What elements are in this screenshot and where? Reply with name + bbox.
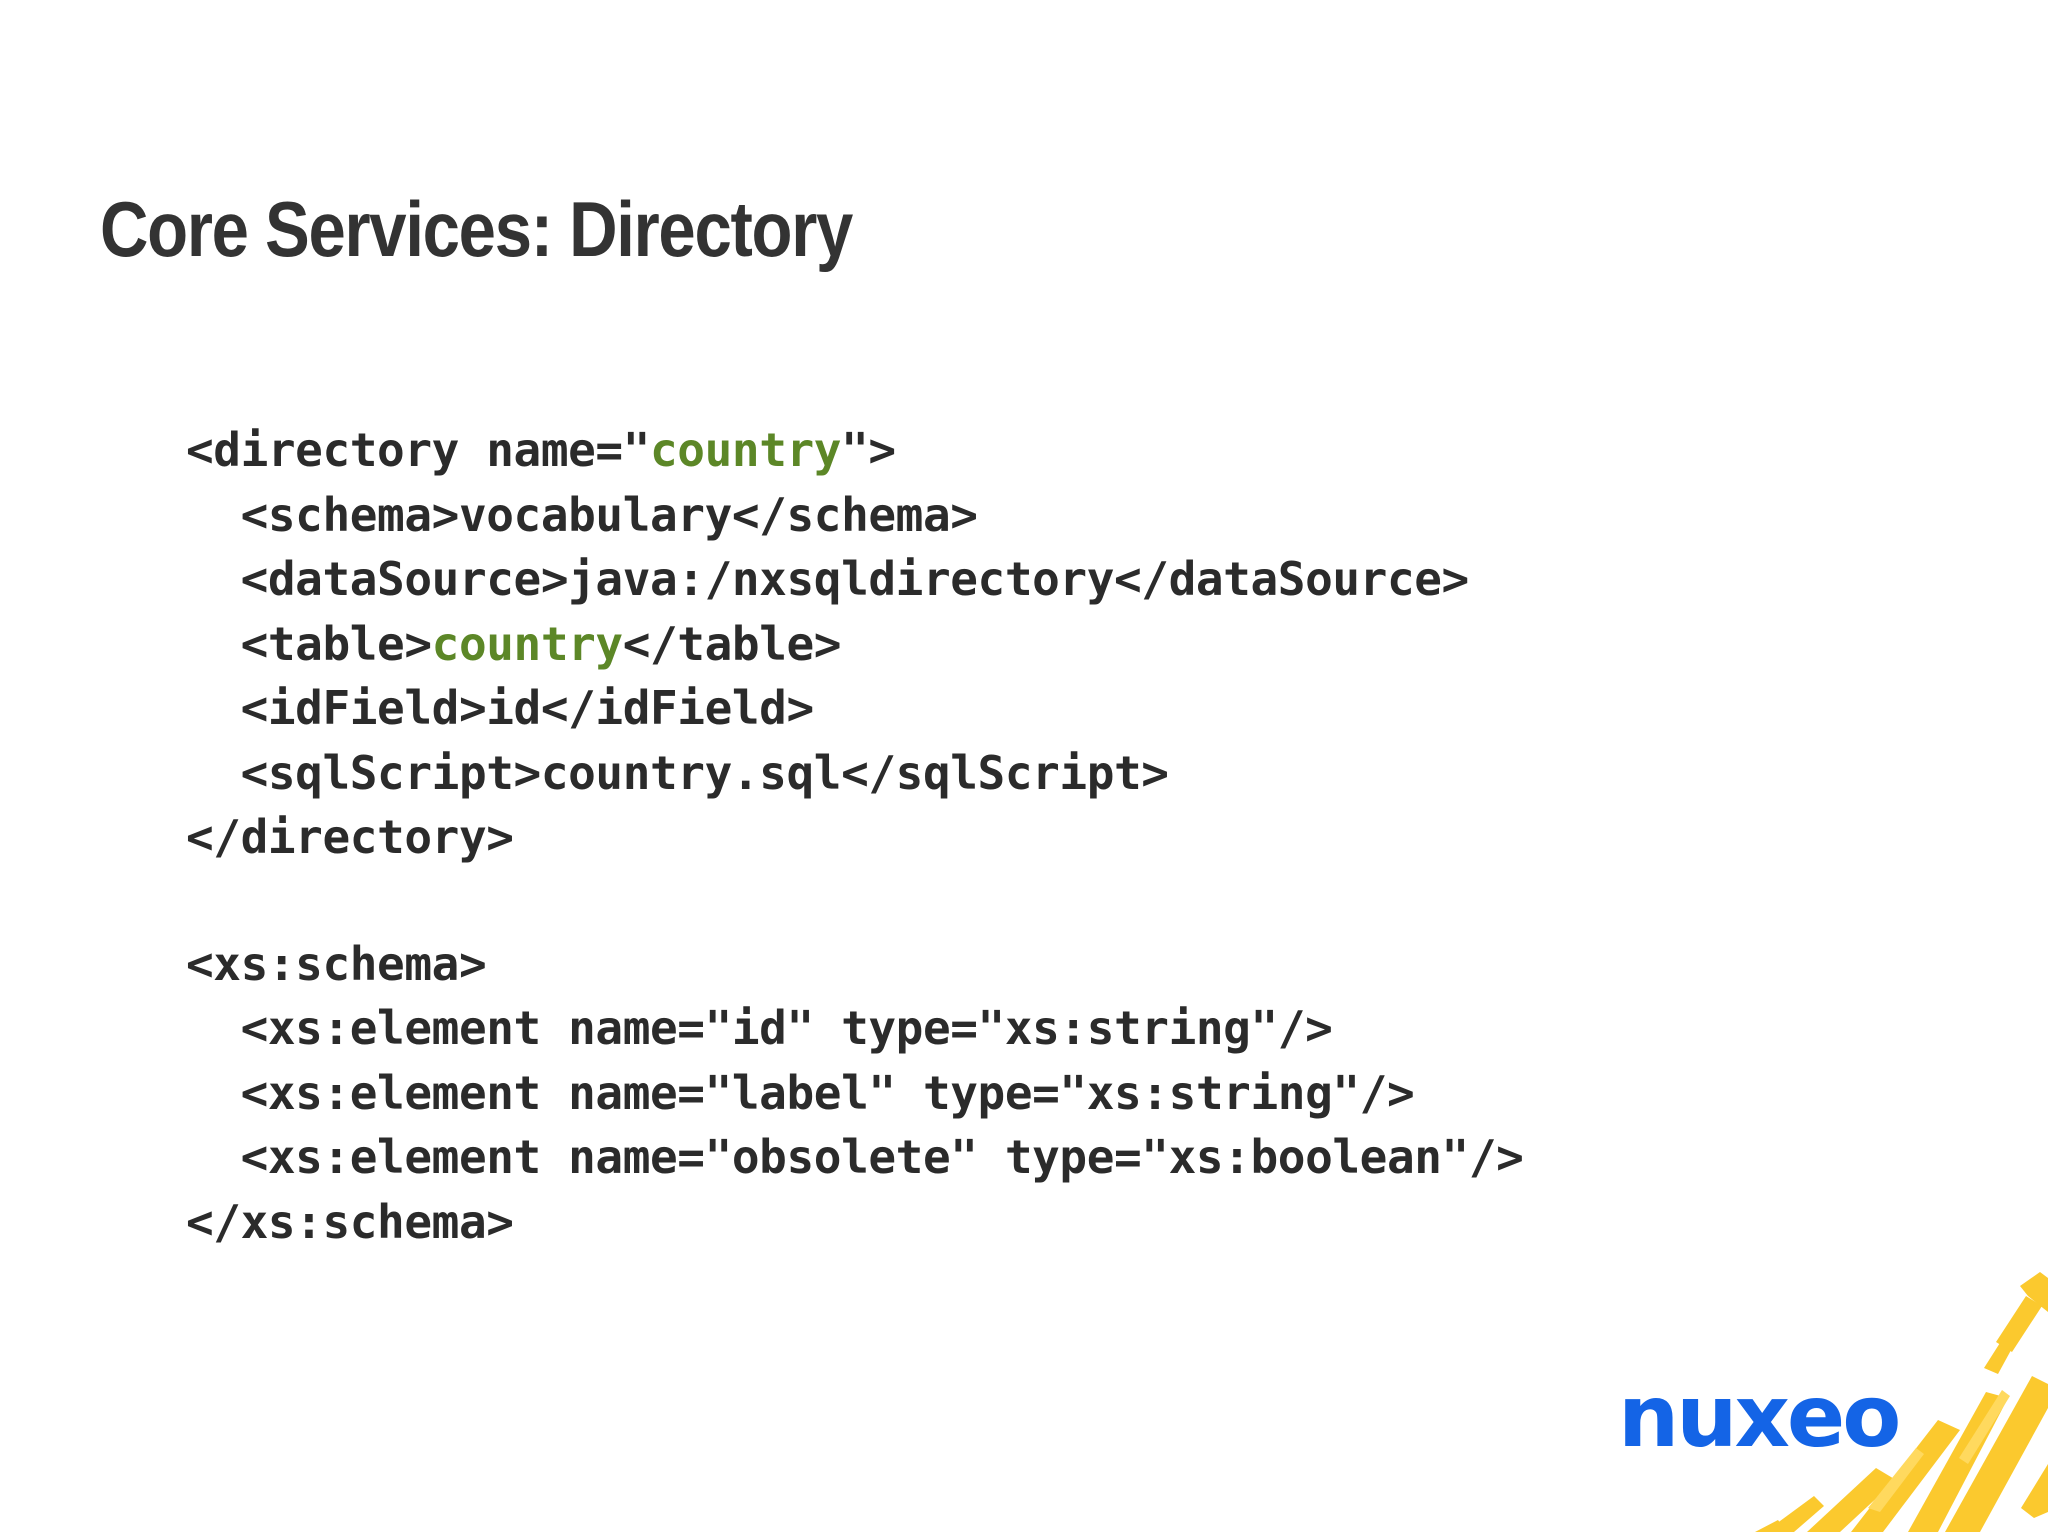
code-token: </xs:schema> [186, 1194, 514, 1249]
code-line: <table>country</table> [186, 612, 1986, 677]
code-block-xs-schema: <xs:schema> <xs:element name="id" type="… [186, 932, 1986, 1255]
code-line: <xs:element name="id" type="xs:string"/> [186, 996, 1986, 1061]
code-token: "> [841, 423, 896, 477]
code-token: <xs:schema> [186, 936, 487, 991]
nuxeo-logo: nuxeo [1608, 1272, 2048, 1532]
nuxeo-wordmark: nuxeo [1618, 1367, 1901, 1467]
code-line: <directory name="country"> [186, 418, 1986, 483]
page-title: Core Services: Directory [100, 185, 853, 274]
code-line: <dataSource>java:/nxsqldirectory</dataSo… [186, 547, 1986, 612]
code-line: <idField>id</idField> [186, 676, 1986, 741]
code-line: <schema>vocabulary</schema> [186, 483, 1986, 548]
code-token: <dataSource>java:/nxsqldirectory</dataSo… [186, 552, 1470, 606]
code-line: <sqlScript>country.sql</sqlScript> [186, 741, 1986, 806]
code-token: </directory> [186, 810, 514, 864]
code-line: </xs:schema> [186, 1190, 1986, 1255]
code-token: </table> [622, 616, 842, 671]
code-token: <idField>id</idField> [186, 681, 815, 735]
code-line: <xs:schema> [186, 932, 1986, 997]
code-line: </directory> [186, 805, 1986, 870]
code-block-directory-contribution: <directory name="country"> <schema>vocab… [186, 418, 1986, 870]
code-token: <xs:element name="label" type="xs:string… [186, 1065, 1415, 1120]
code-token-value: country [431, 616, 623, 671]
code-listing: <directory name="country"> <schema>vocab… [186, 418, 1986, 1254]
code-token: <schema>vocabulary</schema> [186, 487, 978, 542]
code-block-gap [186, 870, 1986, 932]
code-token: <xs:element name="obsolete" type="xs:boo… [186, 1130, 1524, 1184]
code-token: <table> [186, 616, 432, 671]
code-token: <sqlScript>country.sql</sqlScript> [186, 745, 1169, 800]
brush-strokes-decoration [1755, 1272, 2048, 1532]
code-token-value: country [650, 423, 842, 477]
code-token: <xs:element name="id" type="xs:string"/> [186, 1001, 1333, 1055]
code-line: <xs:element name="label" type="xs:string… [186, 1061, 1986, 1126]
code-line: <xs:element name="obsolete" type="xs:boo… [186, 1125, 1986, 1190]
code-token: <directory name=" [186, 423, 651, 477]
